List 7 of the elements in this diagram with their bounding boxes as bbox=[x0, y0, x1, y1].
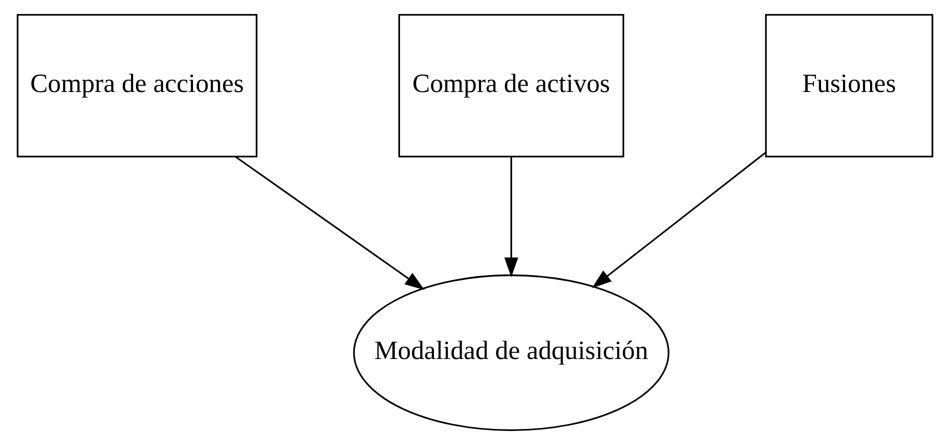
arrow bbox=[234, 156, 424, 290]
node-box: Compra de activos bbox=[398, 14, 624, 158]
node-box: Fusiones bbox=[764, 14, 933, 158]
arrow bbox=[504, 156, 518, 278]
arrow bbox=[591, 152, 766, 288]
node-ellipse: Modalidad de adquisición bbox=[352, 274, 669, 431]
node-box: Compra de acciones bbox=[16, 14, 257, 158]
